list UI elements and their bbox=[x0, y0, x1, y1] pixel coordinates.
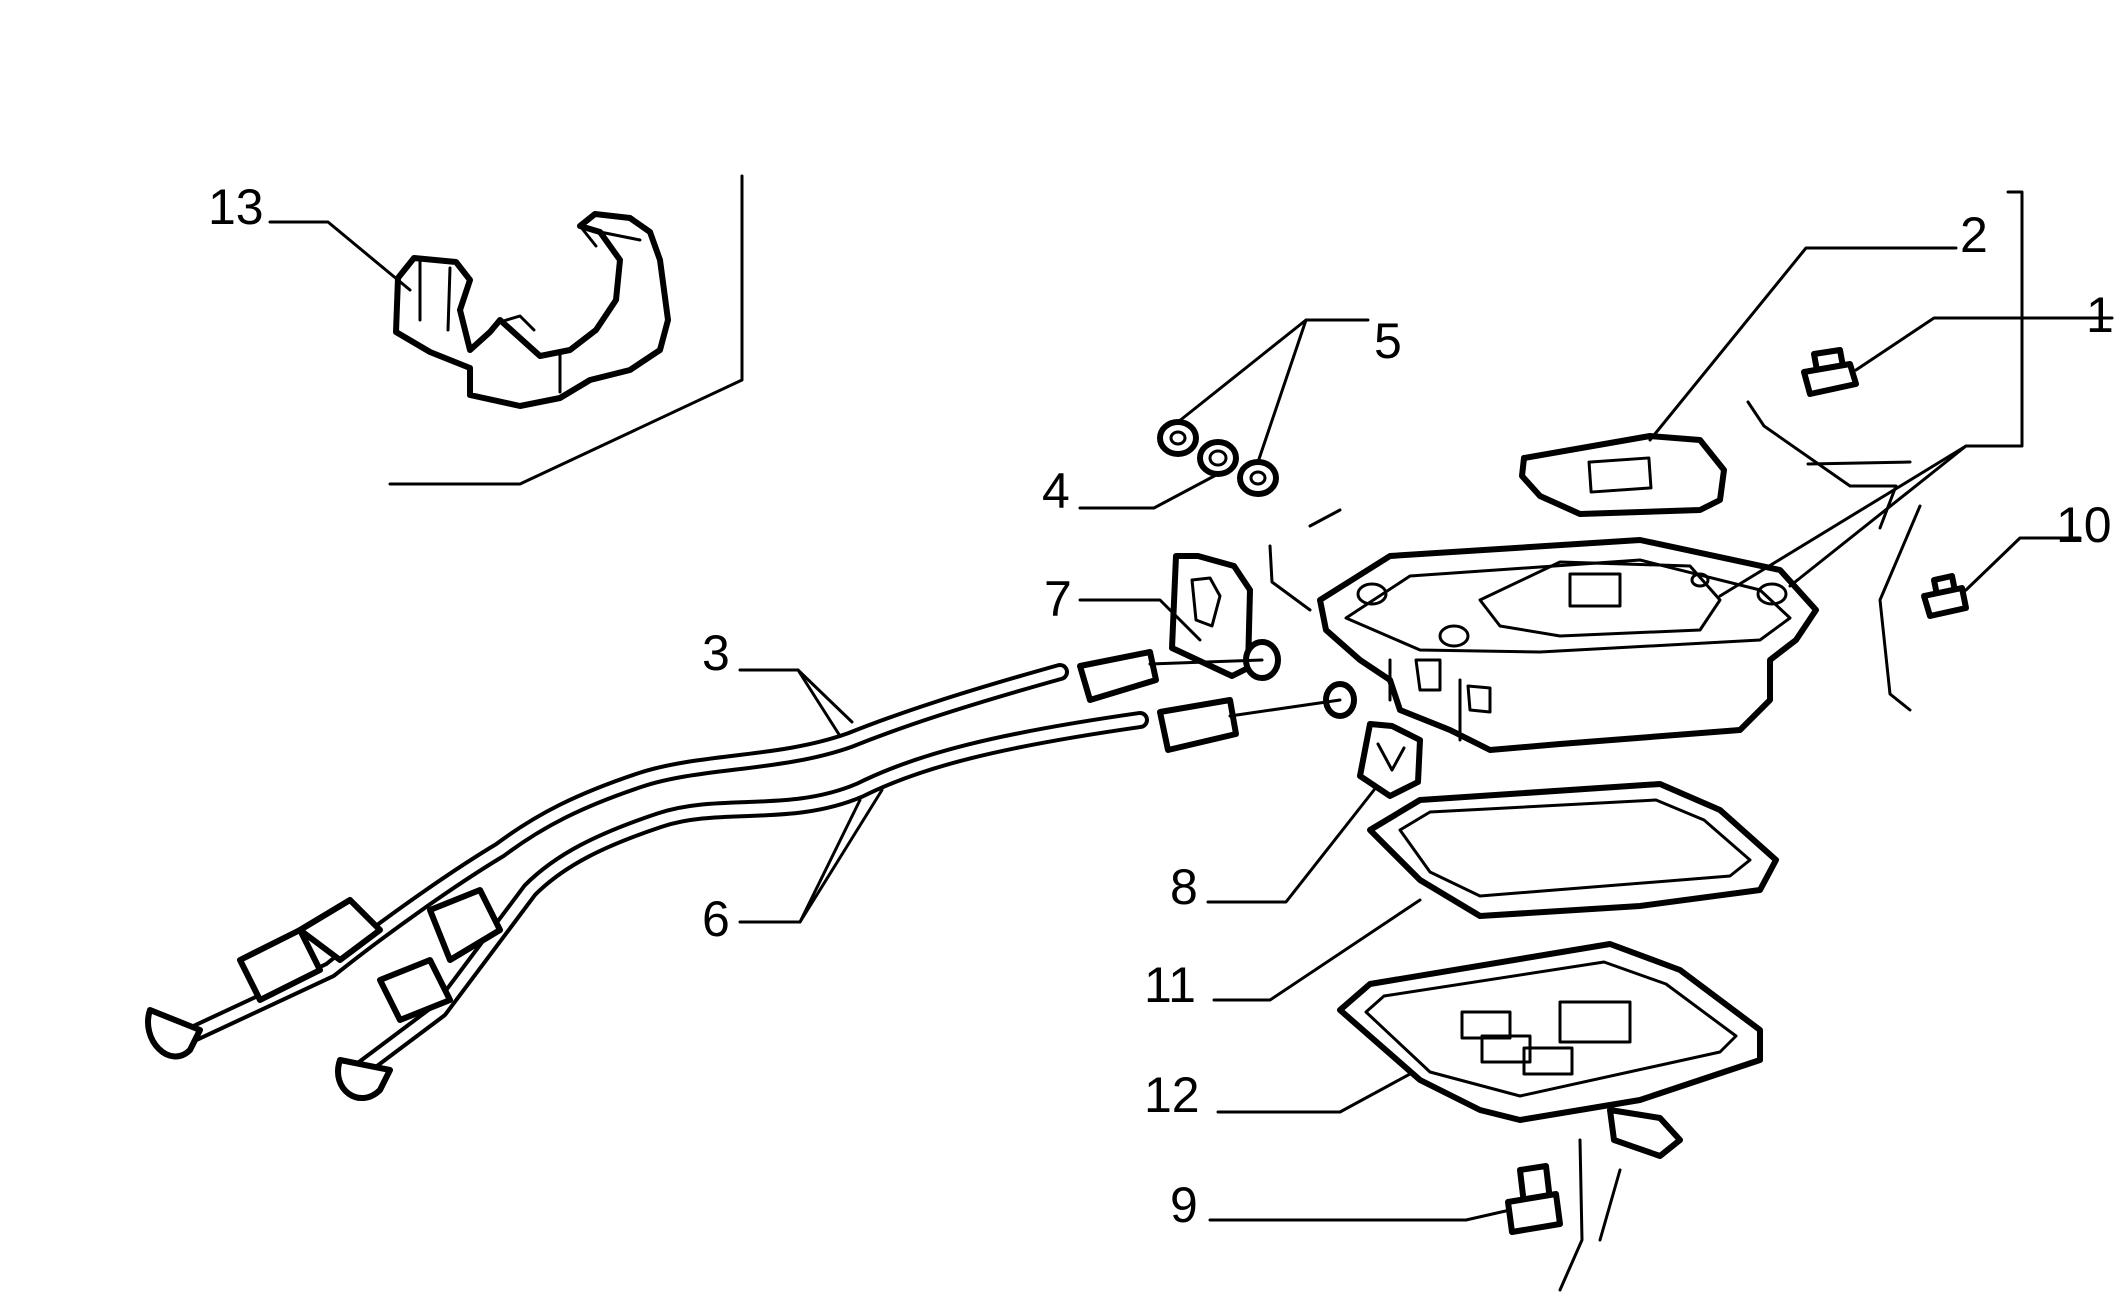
shift-housing bbox=[1317, 537, 1819, 753]
callout-5: 5 bbox=[1374, 313, 1402, 369]
callout-7: 7 bbox=[1044, 571, 1072, 627]
part-12-cover bbox=[1337, 941, 1763, 1159]
callout-13: 13 bbox=[208, 179, 264, 235]
callout-11: 11 bbox=[1144, 957, 1196, 1013]
callout-4: 4 bbox=[1042, 463, 1070, 519]
inset-frame-13 bbox=[388, 174, 744, 486]
callout-3: 3 bbox=[702, 625, 730, 681]
part-10-bolt bbox=[1921, 573, 1969, 619]
part-3-6-cables bbox=[145, 649, 1342, 1101]
part-1-bolt bbox=[1801, 347, 1859, 397]
part-9-bolt bbox=[1505, 1163, 1563, 1235]
callout-12: 12 bbox=[1144, 1067, 1200, 1123]
part-7-bracket bbox=[1169, 553, 1357, 719]
callout-1: 1 bbox=[2086, 287, 2114, 343]
part-8-clip bbox=[1357, 721, 1423, 799]
part-13-cable-clamp bbox=[393, 211, 671, 409]
callout-2: 2 bbox=[1960, 207, 1988, 263]
callout-8: 8 bbox=[1170, 859, 1198, 915]
callout-10: 10 bbox=[2056, 497, 2112, 553]
callout-6: 6 bbox=[702, 891, 730, 947]
part-11-gasket bbox=[1367, 781, 1779, 919]
part-2-plate bbox=[1519, 433, 1727, 517]
leader-lines bbox=[268, 190, 2114, 1292]
part-4-washer bbox=[1197, 439, 1239, 477]
part-5-nuts bbox=[1157, 419, 1279, 497]
callout-9: 9 bbox=[1170, 1177, 1198, 1233]
